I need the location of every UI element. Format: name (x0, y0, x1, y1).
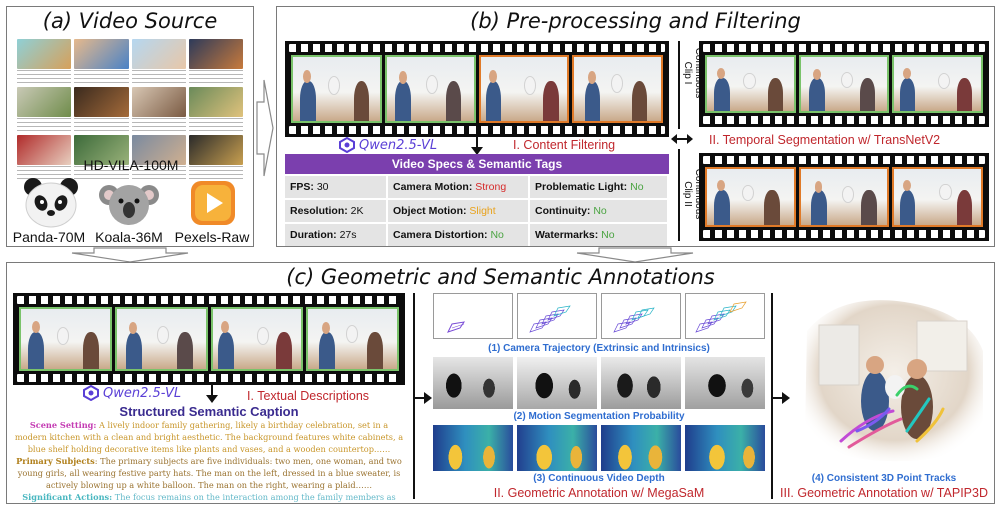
thumbnail (188, 39, 243, 84)
motion-seg-frame (601, 357, 681, 409)
camera-trajectory-caption: (1) Camera Trajectory (Extrinsic and Int… (488, 343, 710, 354)
panel-c-title: (c) Geometric and Semantic Annotations (286, 265, 715, 289)
tapip3d-label: III. Geometric Annotation w/ TAPIP3D (780, 486, 988, 500)
point-tracks-caption: (4) Consistent 3D Point Tracks (811, 473, 957, 484)
3d-point-tracks (805, 300, 983, 462)
trajectory-plot (517, 293, 597, 339)
depth-frame (433, 425, 513, 471)
qwen-model-name: Qwen2.5-VL (359, 137, 438, 153)
figure-caption-cutoff (0, 505, 1001, 516)
play-icon (183, 177, 243, 229)
dataset-label: Koala-36M (95, 229, 163, 245)
spec-cell: Continuity: No (530, 200, 667, 222)
thumbnail (17, 39, 72, 84)
content-filtering-label: I. Content Filtering (513, 138, 616, 152)
textual-descriptions-label: I. Textual Descriptions (247, 389, 370, 403)
divider (413, 293, 415, 499)
spec-cell: FPS: 30 (285, 176, 386, 198)
motion-seg-frame (685, 357, 765, 409)
input-video-film-strip (285, 41, 669, 137)
qwen-icon (339, 137, 355, 153)
motion-seg-frame (433, 357, 513, 409)
thumbnail (17, 87, 72, 132)
panel-a-title: (a) Video Source (42, 9, 218, 33)
spec-cell: Resolution: 2K (285, 200, 386, 222)
qwen-model-logo: Qwen2.5-VL (339, 137, 437, 153)
thumbnail (131, 135, 186, 180)
panel-b-title: (b) Pre-processing and Filtering (470, 9, 801, 33)
spec-header: Video Specs & Semantic Tags (285, 154, 669, 174)
spec-cell: Camera Distortion: No (388, 224, 528, 246)
qwen-model-logo: Qwen2.5-VL (83, 385, 181, 401)
flow-arrow-right (256, 79, 274, 177)
spec-cell: Camera Motion: Strong (388, 176, 528, 198)
spec-cell: Problematic Light: No (530, 176, 667, 198)
caption-title: Structured Semantic Caption (119, 404, 299, 419)
flow-arrow-down (576, 247, 694, 263)
thumbnail (17, 135, 72, 180)
thumbnail (74, 87, 129, 132)
motion-seg-frame (517, 357, 597, 409)
clip-2-film-strip (699, 153, 989, 241)
spec-cell: Object Motion: Slight (388, 200, 528, 222)
clip-1-film-strip (699, 41, 989, 127)
divider (678, 41, 680, 129)
qwen-icon (83, 385, 99, 401)
trajectory-plot (685, 293, 765, 339)
flow-arrow-down (71, 247, 189, 263)
structured-caption: Scene Setting: A lively indoor family ga… (14, 420, 404, 502)
video-depth-caption: (3) Continuous Video Depth (533, 473, 665, 484)
divider (771, 293, 773, 499)
depth-frame (685, 425, 765, 471)
spec-table: FPS: 30 Camera Motion: Strong Problemati… (285, 176, 669, 246)
trajectory-plot (601, 293, 681, 339)
thumbnail (74, 135, 129, 180)
right-arrow (415, 392, 432, 404)
depth-frame (517, 425, 597, 471)
divider (678, 149, 680, 241)
hd-vila-label: HD-VILA-100M (83, 157, 179, 173)
thumbnail (131, 39, 186, 84)
motion-segmentation-caption: (2) Motion Segmentation Probability (513, 411, 685, 422)
hd-vila-thumbnails (17, 39, 243, 180)
panel-annotations: (c) Geometric and Semantic Annotations Q… (6, 262, 995, 504)
bidirectional-arrow (671, 134, 693, 144)
thumbnail (74, 39, 129, 84)
temporal-segmentation-label: II. Temporal Segmentation w/ TransNetV2 (709, 133, 941, 147)
annotation-film-strip (13, 293, 405, 385)
dataset-label: Panda-70M (12, 229, 86, 245)
depth-frame (601, 425, 681, 471)
panel-preprocessing: (b) Pre-processing and Filtering Qwen2.5… (276, 6, 995, 247)
megasam-label: II. Geometric Annotation w/ MegaSaM (493, 486, 705, 500)
qwen-model-name: Qwen2.5-VL (103, 385, 182, 401)
panda-icon (21, 177, 81, 229)
panel-video-source: (a) Video Source HD-VILA-100M (6, 6, 254, 247)
koala-icon (99, 177, 159, 229)
trajectory-plot (433, 293, 513, 339)
thumbnail (188, 87, 243, 132)
down-arrow (206, 384, 218, 403)
right-arrow (773, 392, 790, 404)
spec-cell: Watermarks: No (530, 224, 667, 246)
thumbnail (131, 87, 186, 132)
thumbnail (188, 135, 243, 180)
down-arrow (471, 136, 483, 155)
spec-cell: Duration: 27s (285, 224, 386, 246)
dataset-label: Pexels-Raw (174, 229, 250, 245)
